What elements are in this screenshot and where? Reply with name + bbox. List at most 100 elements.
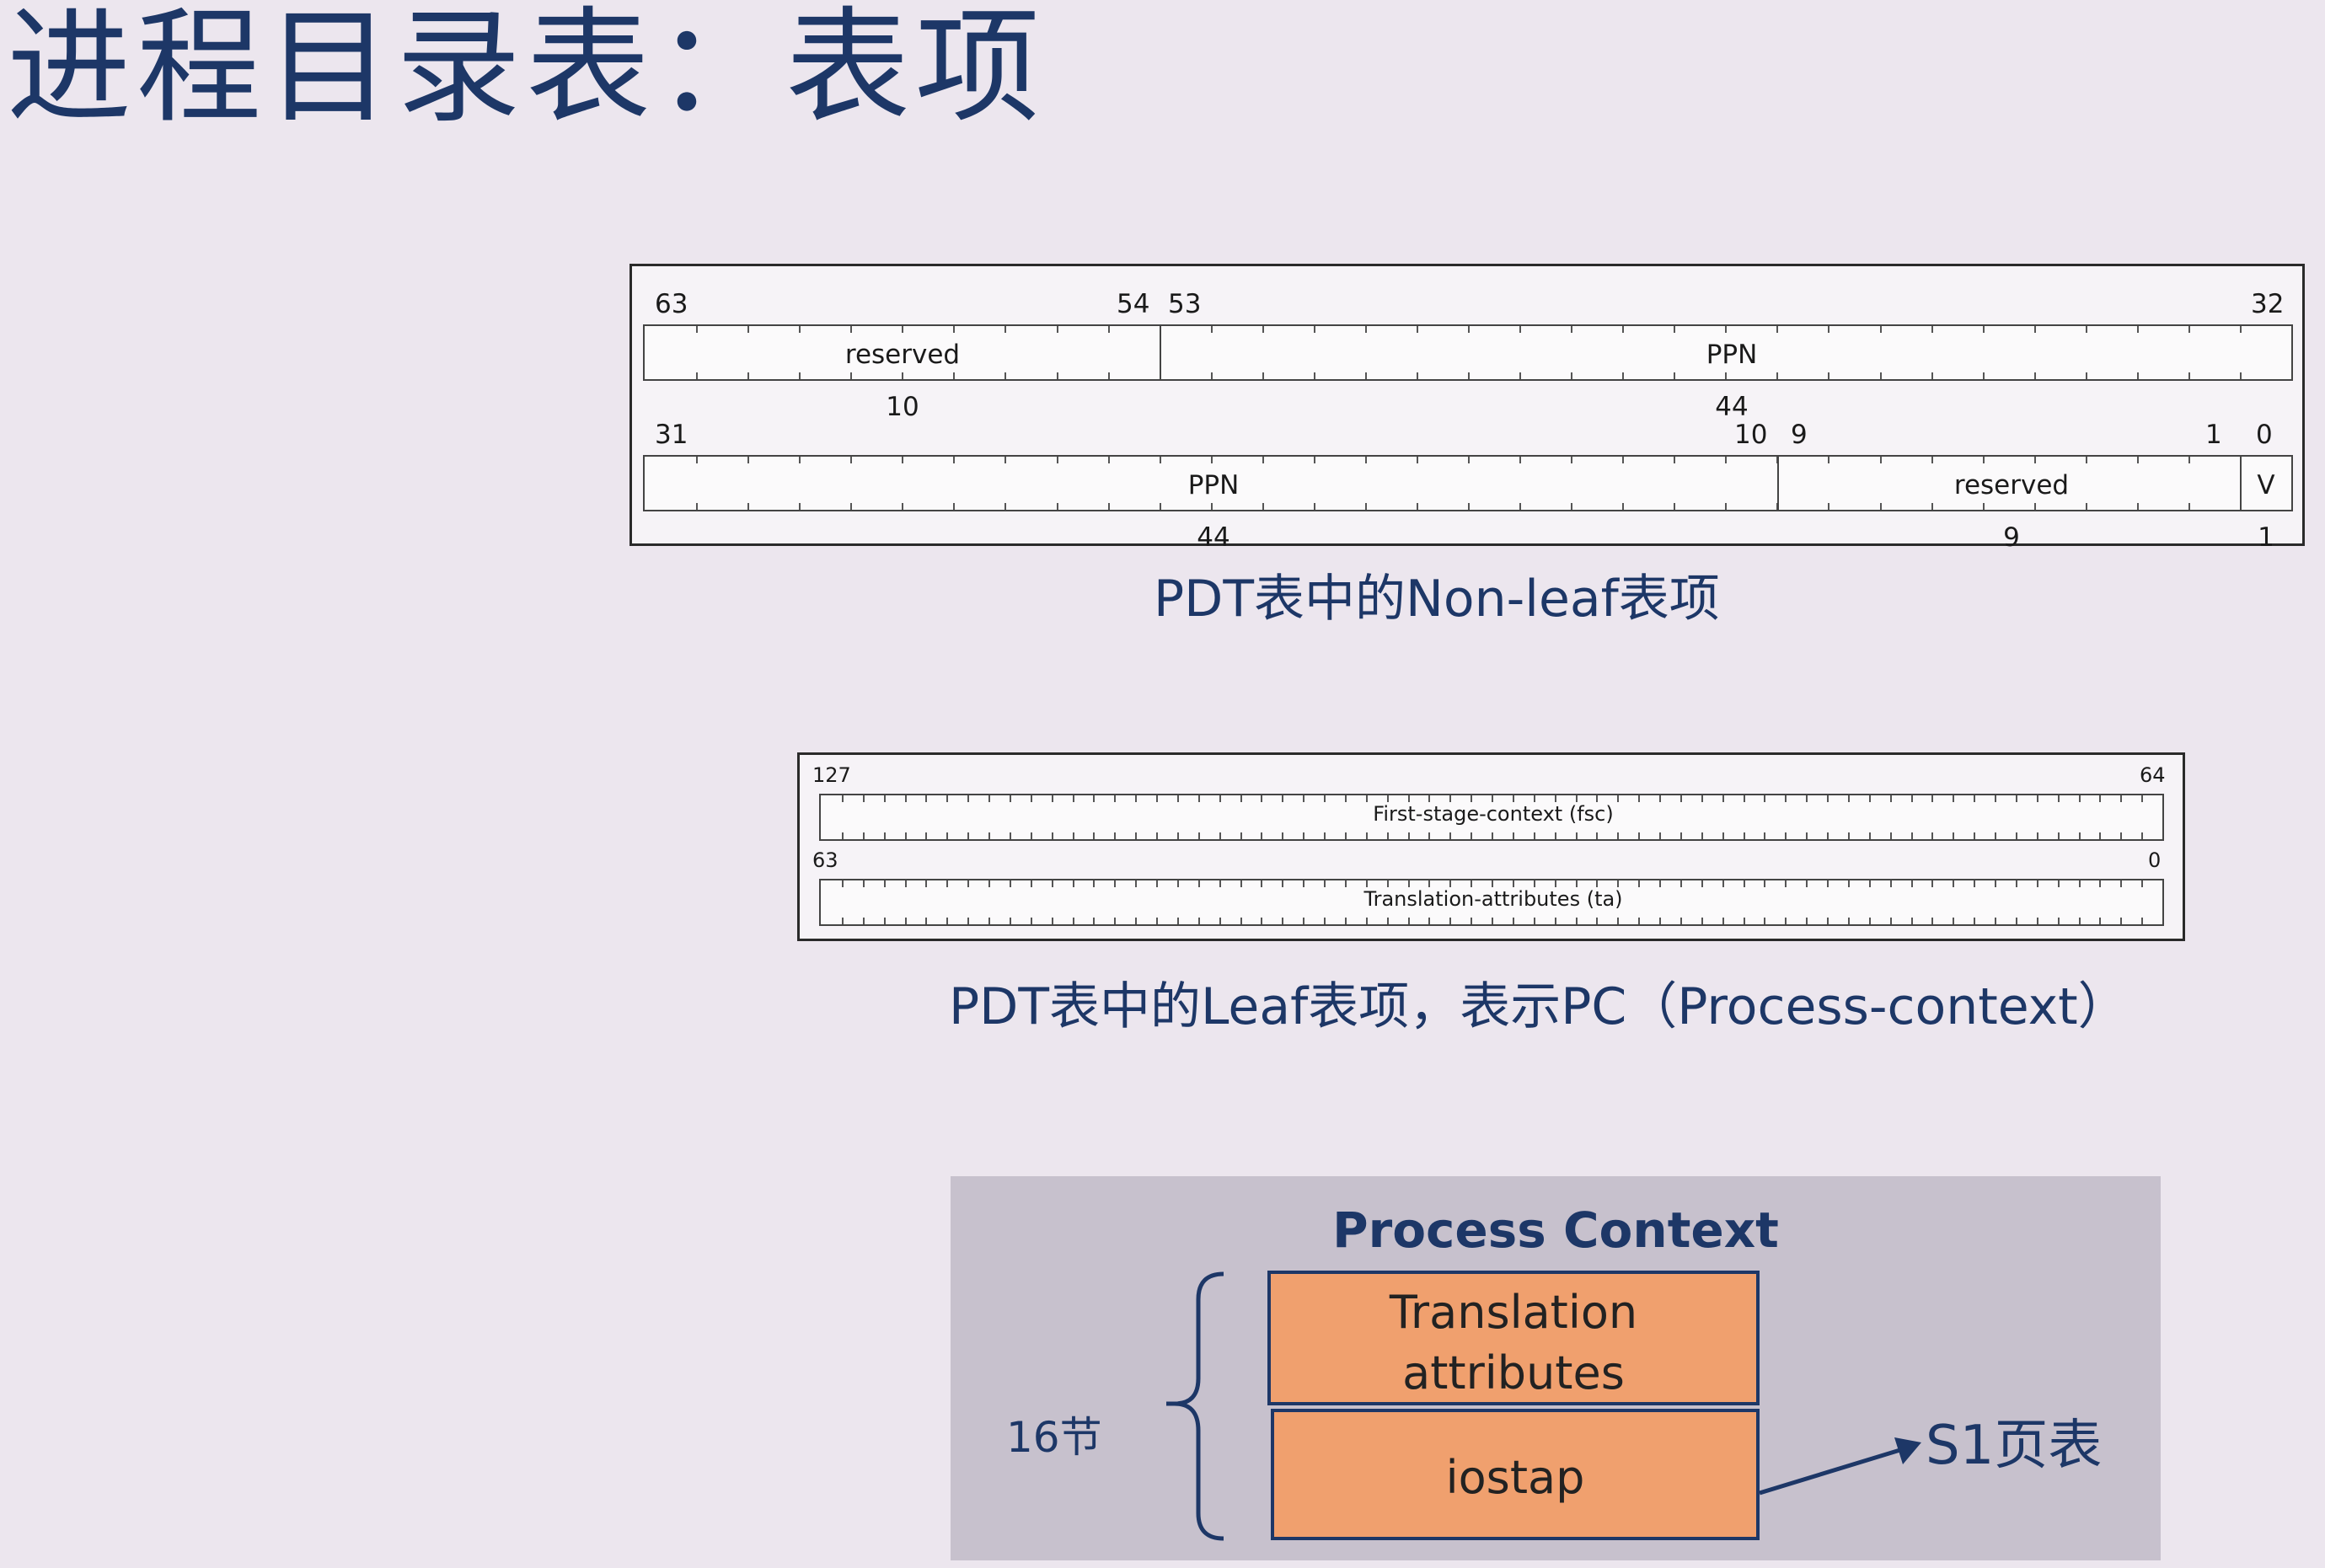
bit-tick [1827,832,1829,839]
bit-tick [1303,832,1304,839]
bit-tick [1156,880,1158,887]
bit-tick [2188,326,2190,333]
bit-tick [2079,795,2081,802]
field-ppn: PPN [1187,470,1240,500]
bit-tick [1219,880,1221,887]
bit-tick [925,832,927,839]
bit-tick [1596,832,1598,839]
bit-tick [2086,326,2087,333]
bit-tick [1880,503,1882,510]
bit-tick [2058,795,2060,802]
bit-tick [1776,372,1778,379]
bit-tick [1744,832,1745,839]
bit-tick [1261,918,1262,924]
bit-tick [1983,372,1985,379]
bit-tick [1177,880,1179,887]
bit-tick [1240,880,1242,887]
bit-tick [925,880,927,887]
field-divider [2240,455,2242,511]
bit-tick [1827,880,1829,887]
bit-tick [1031,918,1032,924]
translation-attributes-block: Translation attributes [1267,1271,1760,1405]
bit-tick [1776,326,1778,333]
bit-tick [1869,795,1871,802]
bit-tick [1571,457,1572,463]
nonleaf-upper-row: 63 54 53 32 reserved PPN 10 44 [643,289,2293,422]
bit-tick [2120,795,2122,802]
bit-tick [1282,832,1283,839]
bit-tick [1160,503,1161,510]
bit-tick [1324,918,1326,924]
bit-tick [2141,918,2143,924]
bit-tick [2120,832,2122,839]
bit-tick [1057,503,1058,510]
bit-tick [2086,372,2087,379]
bit-tick [1198,880,1200,887]
bit-tick [1848,880,1850,887]
bit-tick [1576,880,1578,887]
bit-tick [1638,795,1640,802]
bit-tick [2016,795,2017,802]
bit-tick [1428,880,1430,887]
bit-tick [1534,880,1535,887]
bit-tick [1408,918,1410,924]
bit-index-31: 31 [655,420,688,450]
bit-tick [925,918,927,924]
bit-tick [1324,795,1326,802]
bit-tick [1135,918,1137,924]
bit-tick [946,832,948,839]
size-brace [1166,1271,1224,1541]
bit-tick [1622,326,1624,333]
bit-index-127: 127 [812,763,851,787]
bit-tick [1534,795,1535,802]
bit-tick [1869,880,1871,887]
bit-tick [1471,880,1472,887]
bit-tick [1827,918,1829,924]
bit-tick [946,795,948,802]
bit-tick [1571,503,1572,510]
bit-tick [1219,832,1221,839]
bit-tick [1156,795,1158,802]
bit-tick [1211,457,1213,463]
bit-tick [1974,795,1975,802]
bit-tick [1031,880,1032,887]
bit-tick [2037,880,2038,887]
bit-tick [1701,880,1703,887]
bit-tick [1093,795,1095,802]
field-ta: Translation-attributes (ta) [1363,887,1623,911]
bit-tick [1108,503,1110,510]
bit-tick [1571,326,1572,333]
bit-tick [1093,832,1095,839]
bit-tick [1519,372,1521,379]
bit-tick [1785,795,1787,802]
bit-tick [1764,918,1765,924]
bit-tick [842,795,844,802]
bit-tick [1555,832,1556,839]
bit-tick [1114,832,1116,839]
bit-tick [1953,832,1954,839]
bit-tick [988,918,990,924]
bit-tick [902,372,903,379]
field-width-reserved: 10 [886,392,919,422]
bit-tick [1468,503,1470,510]
bit-tick [1764,832,1765,839]
bit-tick [1953,918,1954,924]
bit-tick [1638,880,1640,887]
bit-tick [1468,326,1470,333]
bit-tick [1806,880,1808,887]
bit-tick [747,372,749,379]
bit-tick [1785,880,1787,887]
bit-tick [1417,457,1418,463]
bit-tick [1911,795,1913,802]
bit-tick [884,795,886,802]
bit-tick [1848,795,1850,802]
bit-tick [1114,918,1116,924]
bit-tick [1674,372,1675,379]
bit-tick [850,457,852,463]
bit-tick [1725,503,1727,510]
bit-tick [747,457,749,463]
field-divider [1160,324,1161,381]
bit-tick [1240,832,1242,839]
bit-tick [2058,832,2060,839]
bit-tick [1806,918,1808,924]
